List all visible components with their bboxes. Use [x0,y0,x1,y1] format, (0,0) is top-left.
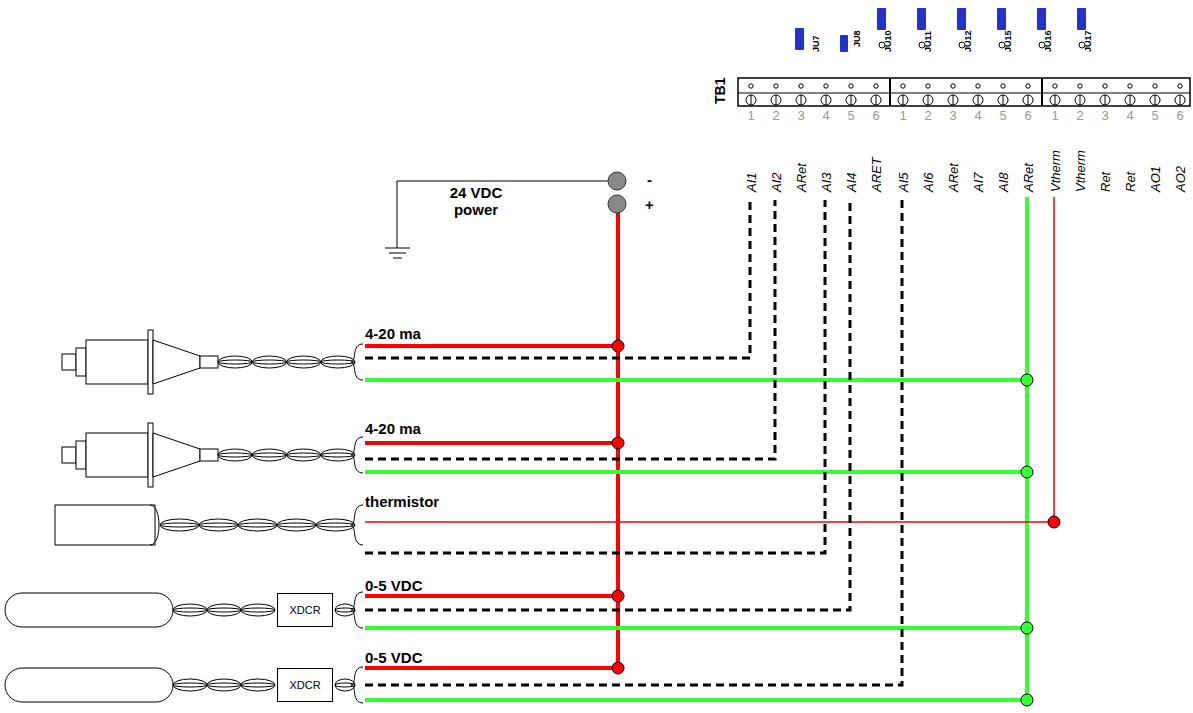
transducer-box: XDCR [277,668,333,702]
jumper-label: JU15 [1004,30,1013,52]
signal-name: ARet [1022,163,1035,192]
terminal-number: 2 [1076,109,1083,122]
jumper-label: JU7 [812,35,821,52]
signal-name: AO1 [1149,166,1162,192]
terminal-number: 6 [1024,109,1031,122]
wire-label: - [647,172,652,187]
signal-name: AI1 [745,172,758,192]
signal-name: Vtherm [1049,150,1062,192]
terminal-number: 4 [822,109,829,122]
signal-name: Vtherm [1074,150,1087,192]
wire-label: 4-20 ma [365,326,421,341]
signal-name: AI6 [922,172,935,192]
terminal-number: 3 [949,109,956,122]
signal-name: Ret [1124,172,1137,192]
wire-label: thermistor [365,494,439,509]
jumper-label: JU17 [1084,30,1093,52]
signal-name: AI8 [997,172,1010,192]
terminal-number: 4 [1126,109,1133,122]
signal-name: ARet [795,163,808,192]
jumper-label: JU12 [964,30,973,52]
terminal-block [738,78,1190,106]
terminal-number: 5 [1151,109,1158,122]
wire-label: 0-5 VDC [365,578,423,593]
signal-name: ARet [947,163,960,192]
terminal-number: 1 [1051,109,1058,122]
signal-name: AI3 [820,172,833,192]
jumpers [795,8,1086,52]
transducer-box: XDCR [277,593,333,627]
terminal-number: 1 [899,109,906,122]
terminal-number: 3 [797,109,804,122]
terminal-number: 5 [847,109,854,122]
signal-name: AI5 [897,172,910,192]
node-text: XDCR [289,679,320,691]
jumper-label: JU11 [924,31,933,52]
terminal-number: 6 [872,109,879,122]
sensor-illustrations [5,330,363,703]
wire-label: + [645,197,654,212]
signal-name: AI7 [972,172,985,192]
wire-label: 4-20 ma [365,421,421,436]
terminal-number: 2 [924,109,931,122]
terminal-number: 6 [1176,109,1183,122]
signal-name: ARET [870,157,883,192]
wires [365,197,1060,706]
terminal-number: 3 [1101,109,1108,122]
wire-label: 0-5 VDC [365,650,423,665]
terminal-number: 1 [747,109,754,122]
jumper-label: JU16 [1044,30,1053,52]
block-label: TB1 [713,78,727,104]
terminal-number: 4 [974,109,981,122]
jumper-label: JU8 [853,30,862,47]
node-text: XDCR [289,604,320,616]
terminal-number: 5 [999,109,1006,122]
signal-name: AI4 [845,172,858,192]
power-label: 24 VDC power [431,184,521,219]
power-supply [385,172,626,668]
signal-name: Ret [1099,172,1112,192]
jumper-label: JU10 [884,30,893,52]
signal-name: AI2 [770,172,783,192]
signal-name: AO2 [1174,166,1187,192]
terminal-number: 2 [772,109,779,122]
